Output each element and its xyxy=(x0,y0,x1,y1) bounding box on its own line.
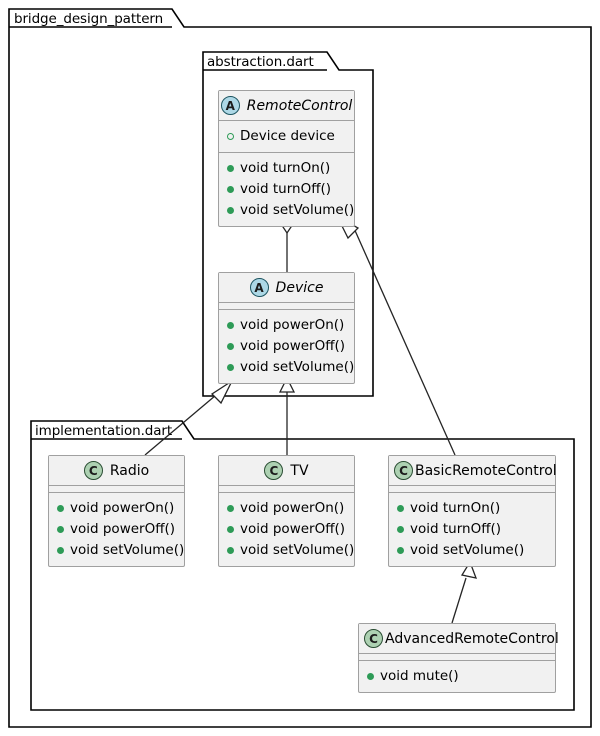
method-row: void mute() xyxy=(359,666,555,687)
public-visibility-icon xyxy=(397,526,404,533)
fields-compartment-basic-remote-control xyxy=(389,486,555,493)
public-visibility-icon xyxy=(227,505,234,512)
public-visibility-icon xyxy=(227,207,234,214)
method-label: void setVolume() xyxy=(240,359,355,375)
class-header-radio: C Radio xyxy=(49,456,184,486)
class-header-basic-remote-control: C BasicRemoteControl xyxy=(389,456,557,486)
method-row: void powerOn() xyxy=(219,498,354,519)
class-name-basic-remote-control: BasicRemoteControl xyxy=(415,462,557,479)
method-row: void setVolume() xyxy=(49,540,184,561)
method-label: void powerOff() xyxy=(240,521,346,537)
method-row: void powerOff() xyxy=(219,336,354,357)
method-label: void setVolume() xyxy=(240,202,355,218)
method-label: void powerOff() xyxy=(240,338,346,354)
methods-compartment-device: void powerOn() void powerOff() void setV… xyxy=(219,310,354,383)
class-name-advanced-remote-control: AdvancedRemoteControl xyxy=(385,630,559,647)
abstract-badge-icon: A xyxy=(220,96,240,115)
method-label: void mute() xyxy=(380,668,459,684)
method-label: void turnOff() xyxy=(240,181,332,197)
method-label: void setVolume() xyxy=(70,542,185,558)
inheritance-arrow-device-from-radio xyxy=(210,379,234,405)
field-label: Device device xyxy=(240,128,335,144)
class-name-radio: Radio xyxy=(109,462,150,479)
class-header-remote-control: A RemoteControl xyxy=(219,91,354,121)
package-label-abstraction-dart: abstraction.dart xyxy=(207,54,314,70)
class-box-radio[interactable]: C Radio void powerOn() void powerOff() v… xyxy=(48,455,185,567)
method-row: void setVolume() xyxy=(389,540,555,561)
method-row: void turnOff() xyxy=(219,179,354,200)
method-label: void powerOn() xyxy=(240,317,345,333)
class-name-tv: TV xyxy=(290,462,309,479)
method-row: void turnOn() xyxy=(389,498,555,519)
method-row: void setVolume() xyxy=(219,200,354,221)
class-header-device: A Device xyxy=(219,273,354,303)
public-visibility-icon xyxy=(227,526,234,533)
public-visibility-icon xyxy=(57,505,64,512)
link-inheritance-radio-device xyxy=(144,389,223,456)
methods-compartment-remote-control: void turnOn() void turnOff() void setVol… xyxy=(219,153,354,226)
protected-visibility-icon xyxy=(227,133,234,140)
class-name-remote-control: RemoteControl xyxy=(246,97,353,114)
public-visibility-icon xyxy=(227,343,234,350)
fields-compartment-remote-control: Device device xyxy=(219,121,354,153)
class-header-tv: C TV xyxy=(219,456,354,486)
package-label-implementation-dart: implementation.dart xyxy=(35,423,173,439)
method-label: void powerOn() xyxy=(70,500,175,516)
method-label: void turnOn() xyxy=(410,500,501,516)
method-label: void setVolume() xyxy=(410,542,525,558)
public-visibility-icon xyxy=(397,547,404,554)
public-visibility-icon xyxy=(227,322,234,329)
method-row: void setVolume() xyxy=(219,357,354,378)
fields-compartment-advanced-remote-control xyxy=(359,654,555,661)
public-visibility-icon xyxy=(227,165,234,172)
methods-compartment-radio: void powerOn() void powerOff() void setV… xyxy=(49,493,184,566)
methods-compartment-tv: void powerOn() void powerOff() void setV… xyxy=(219,493,354,566)
method-row: void setVolume() xyxy=(219,540,354,561)
method-row: void turnOff() xyxy=(389,519,555,540)
class-badge-icon: C xyxy=(364,629,383,648)
field-row: Device device xyxy=(219,126,354,147)
method-row: void powerOff() xyxy=(219,519,354,540)
methods-compartment-advanced-remote-control: void mute() xyxy=(359,661,555,692)
class-badge-icon: C xyxy=(83,461,103,480)
method-row: void powerOn() xyxy=(219,315,354,336)
class-box-advanced-remote-control[interactable]: C AdvancedRemoteControl void mute() xyxy=(358,623,559,693)
methods-compartment-basic-remote-control: void turnOn() void turnOff() void setVol… xyxy=(389,493,555,566)
method-label: void powerOff() xyxy=(70,521,176,537)
package-label-bridge-design-pattern: bridge_design_pattern xyxy=(14,11,164,27)
inheritance-arrow-basicremote xyxy=(460,560,478,579)
public-visibility-icon xyxy=(227,186,234,193)
link-inheritance-advanced-basic xyxy=(451,577,467,624)
class-box-basic-remote-control[interactable]: C BasicRemoteControl void turnOn() void … xyxy=(388,455,557,567)
class-badge-icon: C xyxy=(264,461,284,480)
fields-compartment-radio xyxy=(49,486,184,493)
class-box-tv[interactable]: C TV void powerOn() void powerOff() void… xyxy=(218,455,355,567)
public-visibility-icon xyxy=(367,673,374,680)
fields-compartment-device xyxy=(219,303,354,310)
class-badge-icon: C xyxy=(394,461,413,480)
public-visibility-icon xyxy=(397,505,404,512)
public-visibility-icon xyxy=(227,364,234,371)
method-label: void turnOn() xyxy=(240,160,331,176)
public-visibility-icon xyxy=(57,526,64,533)
class-name-device: Device xyxy=(275,279,324,296)
class-box-remote-control[interactable]: A RemoteControl Device device void turnO… xyxy=(218,90,355,227)
class-box-device[interactable]: A Device void powerOn() void powerOff() … xyxy=(218,272,355,384)
method-label: void turnOff() xyxy=(410,521,502,537)
method-label: void powerOn() xyxy=(240,500,345,516)
inheritance-arrow-device-from-tv xyxy=(278,376,296,393)
public-visibility-icon xyxy=(57,547,64,554)
link-inheritance-basicremote-remotecontrol xyxy=(352,225,456,456)
fields-compartment-tv xyxy=(219,486,354,493)
method-label: void setVolume() xyxy=(240,542,355,558)
method-row: void powerOff() xyxy=(49,519,184,540)
method-row: void powerOn() xyxy=(49,498,184,519)
public-visibility-icon xyxy=(227,547,234,554)
abstract-badge-icon: A xyxy=(249,278,269,297)
class-header-advanced-remote-control: C AdvancedRemoteControl xyxy=(359,624,559,654)
method-row: void turnOn() xyxy=(219,158,354,179)
